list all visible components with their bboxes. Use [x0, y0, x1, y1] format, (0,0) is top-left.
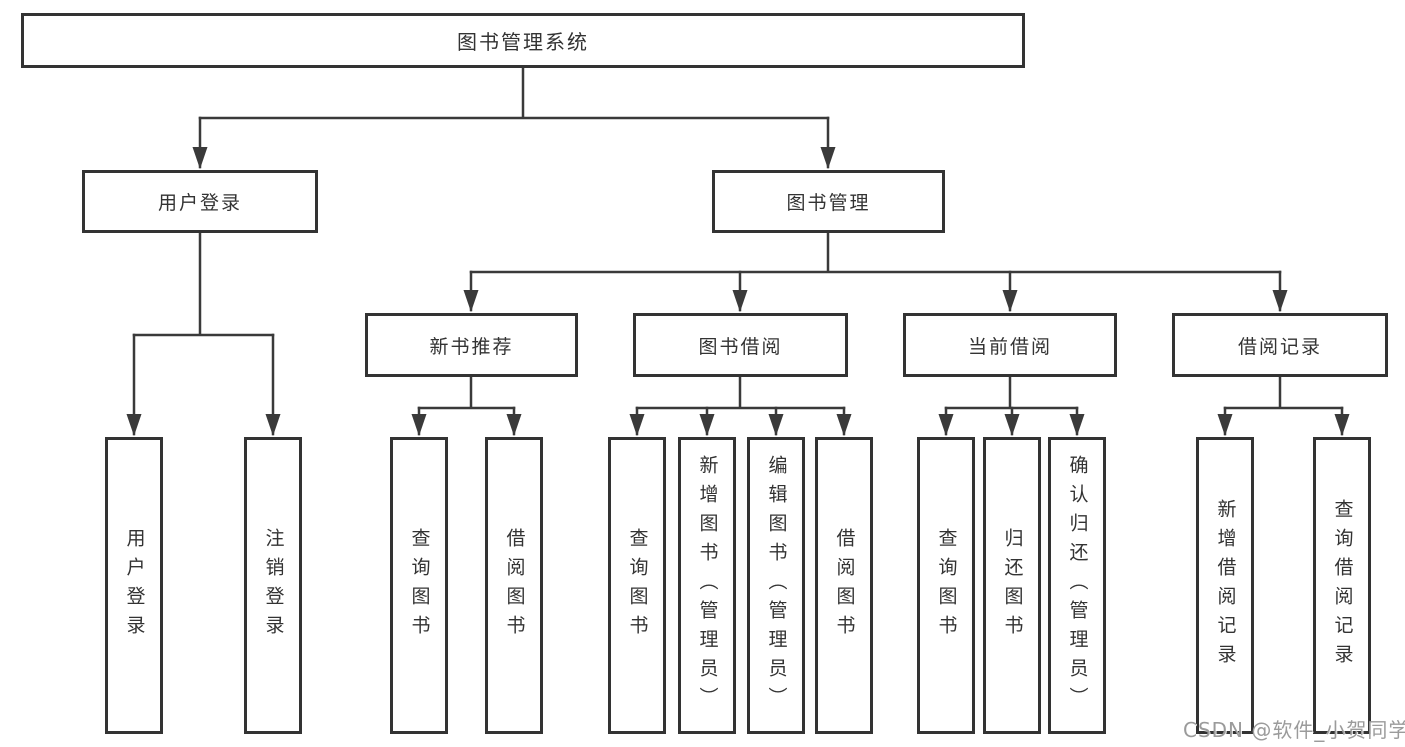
connector-borrowing-records-to-leaves: [1217, 375, 1350, 436]
node-leaf-logout: 注销登录: [244, 437, 302, 734]
node-book-borrowing-label: 图书借阅: [698, 335, 783, 358]
node-leaf-return-books: 归还图书: [983, 437, 1041, 734]
connector-trunk: [1223, 375, 1344, 410]
node-leaf-borrow-books-2: 借阅图书: [815, 437, 873, 734]
connector-current-borrowing-to-leaves: [938, 375, 1085, 436]
node-user-login: 用户登录: [82, 170, 318, 233]
node-root: 图书管理系统: [21, 13, 1025, 68]
node-leaf-borrow-books-1: 借阅图书: [485, 437, 543, 734]
connector-trunk: [469, 231, 1282, 274]
node-leaf-query-books-1: 查询图书: [390, 437, 448, 734]
node-leaf-user-login-label: 用户登录: [123, 527, 146, 644]
node-borrowing-records: 借阅记录: [1172, 313, 1388, 377]
node-leaf-add-books-admin-label: 新增图书（管理员）: [696, 455, 719, 716]
node-leaf-edit-books-admin-label: 编辑图书（管理员）: [765, 455, 788, 716]
connector-trunk: [132, 231, 275, 337]
node-leaf-add-borrow-record: 新增借阅记录: [1196, 437, 1254, 734]
connector-trunk: [944, 375, 1079, 410]
node-leaf-query-books-2: 查询图书: [608, 437, 666, 734]
node-leaf-query-borrow-record-label: 查询借阅记录: [1331, 498, 1354, 673]
connector-trunk: [198, 66, 830, 120]
node-leaf-query-books-3: 查询图书: [917, 437, 975, 734]
node-leaf-add-books-admin: 新增图书（管理员）: [678, 437, 736, 734]
connector-root-to-level2: [192, 66, 836, 169]
node-leaf-edit-books-admin: 编辑图书（管理员）: [747, 437, 805, 734]
connector-trunk: [417, 375, 516, 410]
connector-user-login-to-leaves: [126, 231, 281, 436]
node-new-book-recommendation-label: 新书推荐: [429, 335, 514, 358]
node-leaf-query-books-2-label: 查询图书: [626, 527, 649, 644]
node-leaf-query-borrow-record: 查询借阅记录: [1313, 437, 1371, 734]
node-new-book-recommendation: 新书推荐: [365, 313, 578, 377]
node-leaf-user-login: 用户登录: [105, 437, 163, 734]
node-leaf-logout-label: 注销登录: [262, 527, 285, 644]
node-current-borrowing-label: 当前借阅: [967, 335, 1052, 358]
node-current-borrowing: 当前借阅: [903, 313, 1117, 377]
node-leaf-confirm-return-admin-label: 确认归还（管理员）: [1066, 455, 1089, 716]
node-book-management-label: 图书管理: [786, 192, 871, 214]
node-leaf-query-books-1-label: 查询图书: [408, 527, 431, 644]
connector-trunk: [635, 375, 846, 410]
node-leaf-confirm-return-admin: 确认归还（管理员）: [1048, 437, 1106, 734]
node-book-management: 图书管理: [712, 170, 945, 233]
node-borrowing-records-label: 借阅记录: [1237, 335, 1322, 358]
connector-book-management-to-level3: [463, 231, 1288, 312]
node-leaf-borrow-books-1-label: 借阅图书: [503, 527, 526, 644]
node-root-label: 图书管理系统: [457, 30, 589, 54]
node-book-borrowing: 图书借阅: [633, 313, 848, 377]
node-leaf-query-books-3-label: 查询图书: [935, 527, 958, 644]
node-user-login-label: 用户登录: [157, 192, 242, 214]
watermark: CSDN @软件_小贺同学: [1183, 718, 1405, 742]
node-leaf-return-books-label: 归还图书: [1001, 527, 1024, 644]
node-leaf-borrow-books-2-label: 借阅图书: [833, 527, 856, 644]
connector-new-book-recommendation-to-leaves: [411, 375, 522, 436]
node-leaf-add-borrow-record-label: 新增借阅记录: [1214, 498, 1237, 673]
connector-book-borrowing-to-leaves: [629, 375, 852, 436]
